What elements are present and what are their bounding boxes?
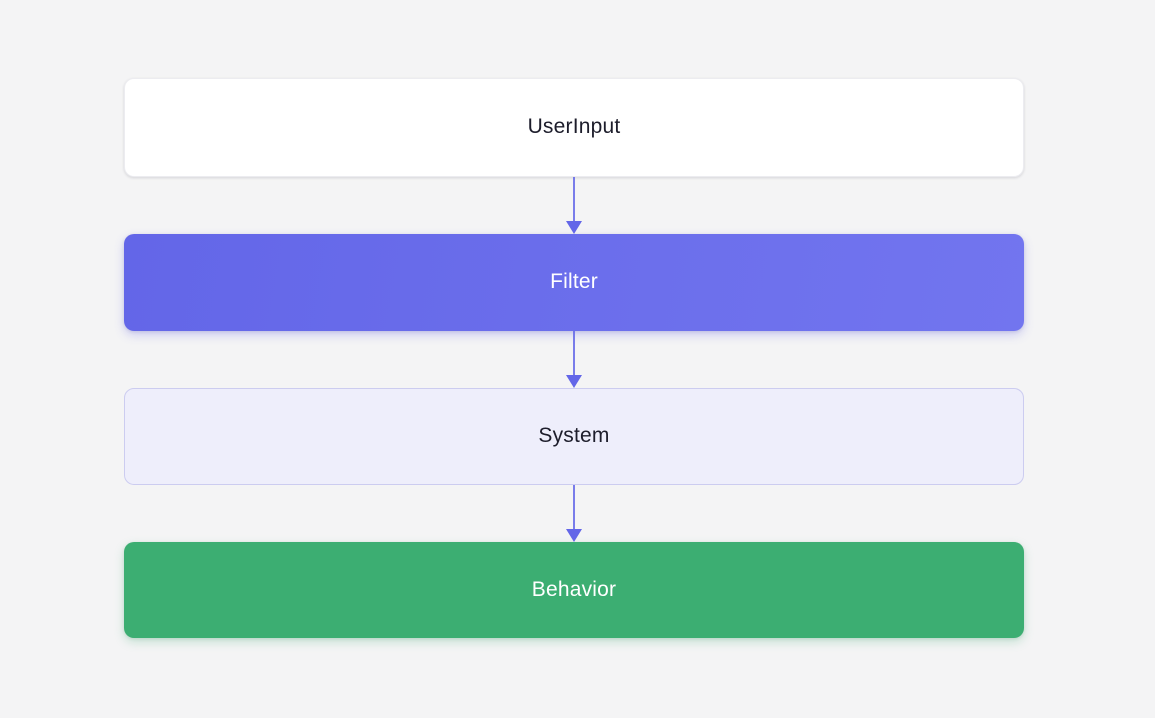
node-system-label: System xyxy=(538,424,610,448)
node-userinput-label: UserInput xyxy=(527,115,621,139)
node-behavior[interactable]: Behavior xyxy=(124,542,1024,638)
node-behavior-label: Behavior xyxy=(531,577,617,601)
flow-column: UserInput Filter System xyxy=(124,78,1024,638)
arrow-down-icon xyxy=(566,485,582,542)
node-filter[interactable]: Filter xyxy=(124,234,1024,331)
node-filter-label: Filter xyxy=(550,270,598,294)
edge-userinput-filter xyxy=(124,177,1024,234)
arrow-down-icon xyxy=(566,331,582,388)
edge-filter-system xyxy=(124,331,1024,388)
edge-system-behavior xyxy=(124,485,1024,542)
arrow-down-icon xyxy=(566,177,582,234)
node-system[interactable]: System xyxy=(124,388,1024,485)
node-userinput[interactable]: UserInput xyxy=(124,78,1024,177)
